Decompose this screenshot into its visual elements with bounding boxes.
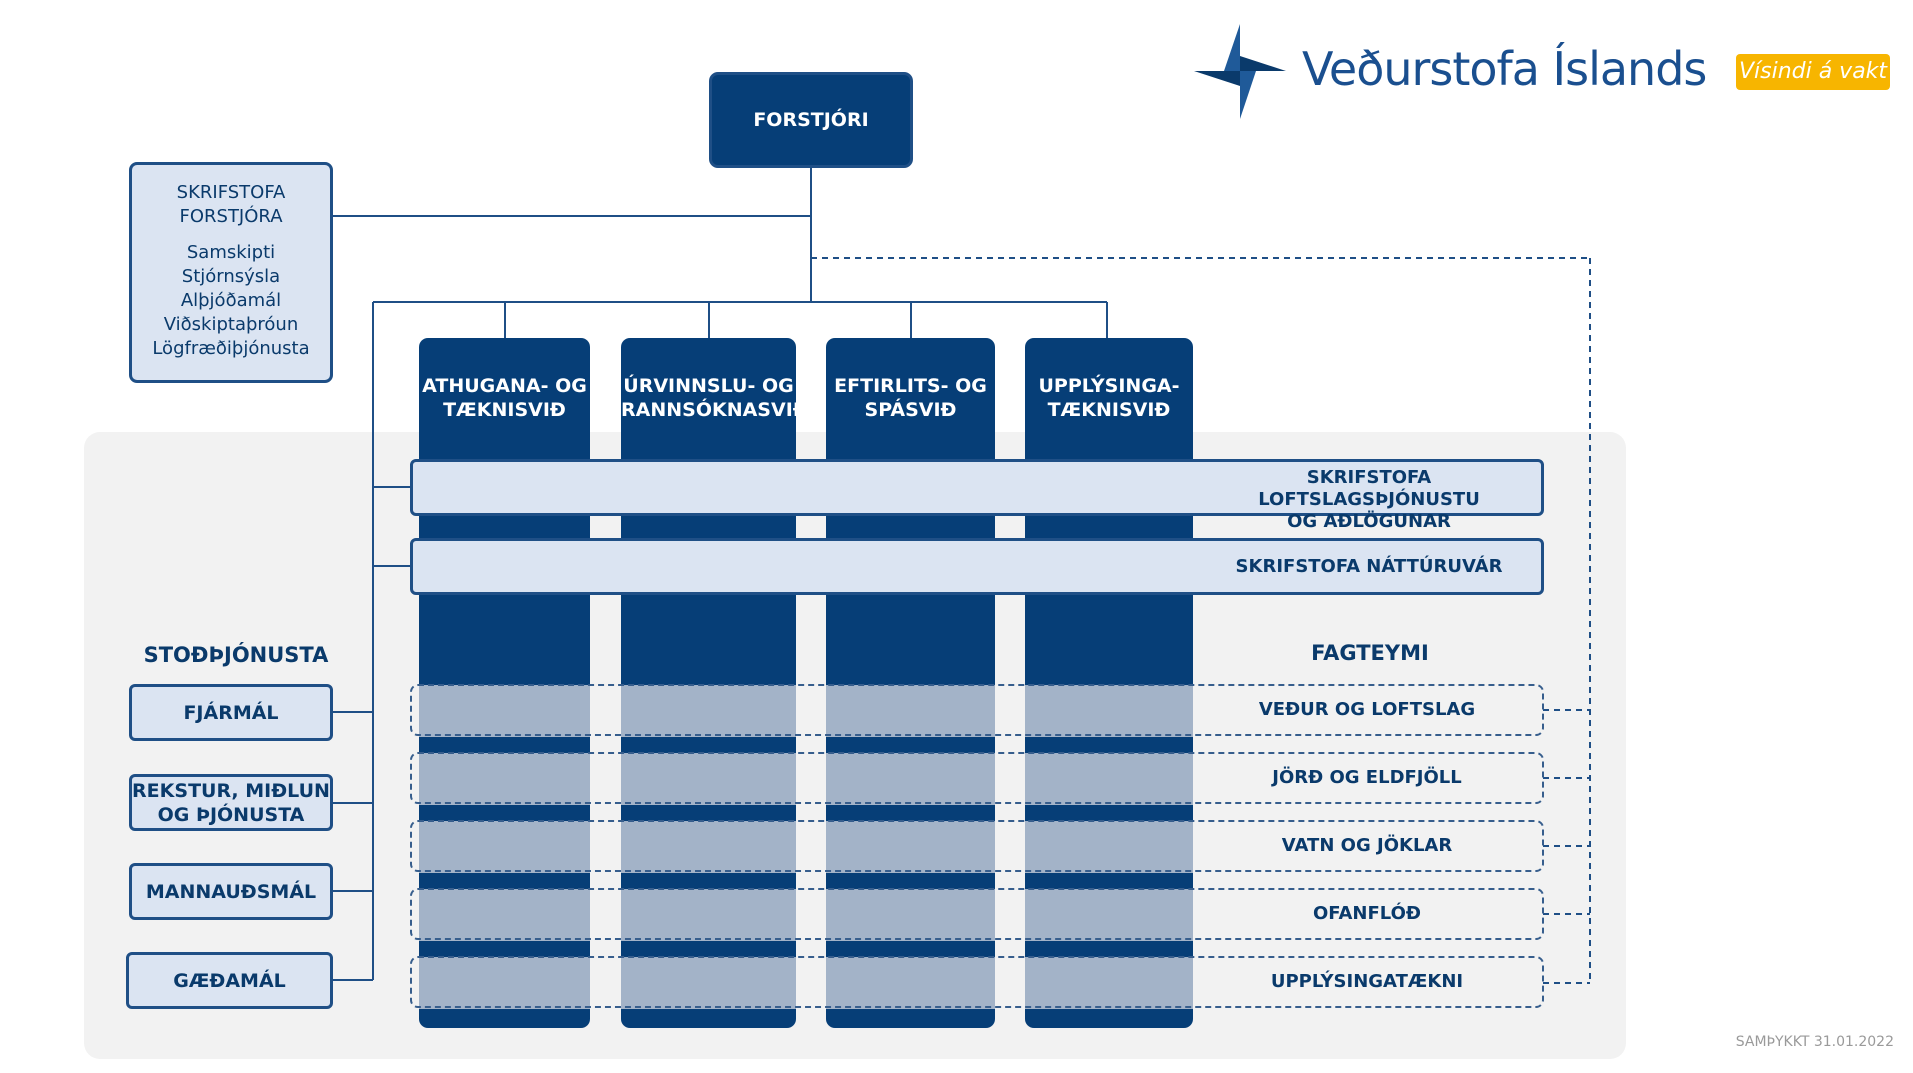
support-label: FJÁRMÁL (183, 701, 279, 724)
office-bar-climate: SKRIFSTOFA LOFTSLAGSÞJÓNUSTU OG AÐLÖGUNA… (410, 459, 1544, 532)
support-title: STOÐÞJÓNUSTA (143, 643, 329, 667)
director-office-item: Stjórnsýsla (181, 266, 281, 287)
approved-date: SAMÞYKKT 31.01.2022 (1735, 1034, 1894, 1050)
logo-tagline: Vísindi á vakt (1736, 54, 1890, 90)
logo-name: Veðurstofa Íslands (1302, 42, 1707, 96)
team-row-water: VATN OG JÖKLAR (410, 820, 1544, 872)
support-item-finance: FJÁRMÁL (129, 684, 333, 741)
team-row-avalanche: OFANFLÓÐ (410, 888, 1544, 940)
logo: Veðurstofa Íslands Vísindi á vakt (1190, 24, 1910, 120)
team-label: VATN OG JÖKLAR (1281, 835, 1453, 856)
vedurstofa-star-icon (1194, 24, 1286, 119)
director-box: FORSTJÓRI (709, 72, 913, 168)
team-label: OFANFLÓÐ (1312, 903, 1422, 924)
team-label: UPPLÝSINGATÆKNI (1270, 971, 1464, 992)
division-label-line2: TÆKNISVIÐ (1047, 399, 1171, 421)
division-label-line1: ATHUGANA- OG (422, 375, 587, 397)
office-label-line1: SKRIFSTOFA NÁTTÚRUVÁR (1235, 556, 1503, 577)
support-item-quality: GÆÐAMÁL (126, 952, 333, 1009)
team-label: JÖRÐ OG ELDFJÖLL (1272, 767, 1462, 788)
division-label-line1: UPPLÝSINGA- (1038, 375, 1180, 397)
office-label-line1: SKRIFSTOFA LOFTSLAGSÞJÓNUSTU (1258, 467, 1480, 510)
director-office-title-2: FORSTJÓRA (179, 206, 283, 227)
director-office-box: SKRIFSTOFA FORSTJÓRA Samskipti Stjórnsýs… (129, 162, 333, 383)
division-label-line2: RANNSÓKNASVIÐ (621, 399, 809, 421)
support-item-operations: REKSTUR, MIÐLUN OG ÞJÓNUSTA (129, 774, 333, 831)
support-label: MANNAUÐSMÁL (145, 880, 317, 903)
director-office-item: Alþjóðamál (180, 290, 282, 311)
support-item-hr: MANNAUÐSMÁL (129, 863, 333, 920)
division-label-line1: EFTIRLITS- OG (834, 375, 987, 397)
team-row-it: UPPLÝSINGATÆKNI (410, 956, 1544, 1008)
director-office-item: Lögfræðiþjónusta (152, 338, 310, 359)
division-label-line2: TÆKNISVIÐ (443, 399, 566, 421)
director-office-title-1: SKRIFSTOFA (176, 182, 286, 203)
division-label-line1: ÚRVINNSLU- OG (623, 375, 794, 397)
team-row-weather: VEÐUR OG LOFTSLAG (410, 684, 1544, 736)
support-label: GÆÐAMÁL (173, 969, 286, 992)
teams-title: FAGTEYMI (1311, 641, 1429, 665)
team-label: VEÐUR OG LOFTSLAG (1258, 699, 1476, 720)
support-label: OG ÞJÓNUSTA (157, 803, 305, 826)
team-row-earth: JÖRÐ OG ELDFJÖLL (410, 752, 1544, 804)
division-label-line2: SPÁSVIÐ (864, 399, 957, 421)
support-label: REKSTUR, MIÐLUN (132, 779, 330, 802)
office-bar-natural-hazards: SKRIFSTOFA NÁTTÚRUVÁR (410, 538, 1544, 595)
director-office-item: Samskipti (186, 242, 276, 263)
director-label: FORSTJÓRI (753, 109, 869, 131)
office-label-line2: OG AÐLÖGUNAR (1287, 511, 1451, 532)
director-office-item: Viðskiptaþróun (163, 314, 299, 335)
